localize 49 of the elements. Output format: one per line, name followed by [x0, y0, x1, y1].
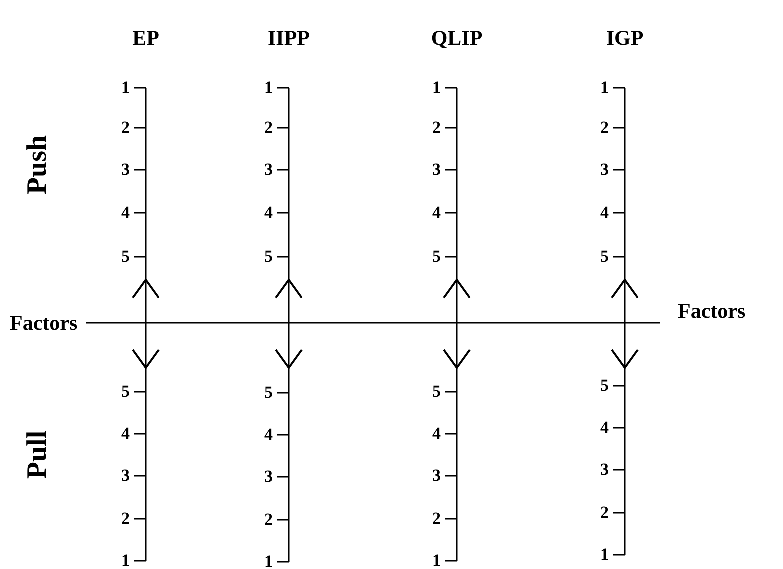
- tick-label: 4: [432, 204, 441, 222]
- tick-label: 5: [120, 248, 130, 266]
- tick-label: 5: [432, 383, 441, 401]
- axis-label: Pull: [23, 430, 53, 480]
- factor-label: Factors: [10, 310, 86, 336]
- tick-label: 3: [600, 461, 609, 479]
- column-header: IIPP: [268, 26, 310, 50]
- connector-line: [86, 322, 660, 324]
- tick-label: 2: [120, 510, 130, 528]
- tick-label: 3: [120, 161, 130, 179]
- tick-label: 1: [432, 79, 441, 97]
- tick-label: 2: [432, 510, 441, 528]
- tick-label: 1: [120, 552, 130, 569]
- tick-label: 5: [600, 248, 609, 266]
- tick-label: 5: [120, 383, 130, 401]
- column-header: IGP: [606, 26, 644, 50]
- factor-label: Factors: [660, 298, 780, 324]
- tick-label: 3: [120, 467, 130, 485]
- tick-label: 3: [600, 161, 609, 179]
- tick-label: 3: [432, 467, 441, 485]
- tick-label: 1: [264, 79, 273, 97]
- tick-label: 2: [600, 504, 609, 522]
- tick-label: 4: [432, 425, 441, 443]
- tick-label: 4: [120, 425, 130, 443]
- tick-label: 1: [264, 553, 273, 569]
- tick-label: 3: [264, 468, 273, 486]
- tick-label: 5: [432, 248, 441, 266]
- tick-label: 4: [600, 419, 609, 437]
- tick-label: 2: [264, 119, 273, 137]
- column-header: QLIP: [431, 26, 483, 50]
- tick-label: 3: [432, 161, 441, 179]
- tick-label: 2: [600, 119, 609, 137]
- tick-label: 1: [600, 546, 609, 564]
- tick-label: 2: [120, 119, 130, 137]
- tick-label: 4: [264, 426, 273, 444]
- tick-label: 4: [600, 204, 609, 222]
- tick-label: 5: [600, 377, 609, 395]
- tick-label: 1: [600, 79, 609, 97]
- tick-label: 3: [264, 161, 273, 179]
- tick-label: 5: [264, 384, 273, 402]
- tick-label: 5: [264, 248, 273, 266]
- tick-label: 4: [264, 204, 273, 222]
- column-header: EP: [132, 26, 160, 50]
- tick-label: 1: [432, 552, 441, 569]
- axis-label: Push: [23, 135, 53, 195]
- tick-label: 2: [264, 511, 273, 529]
- tick-label: 1: [120, 79, 130, 97]
- tick-label: 4: [120, 204, 130, 222]
- tick-label: 2: [432, 119, 441, 137]
